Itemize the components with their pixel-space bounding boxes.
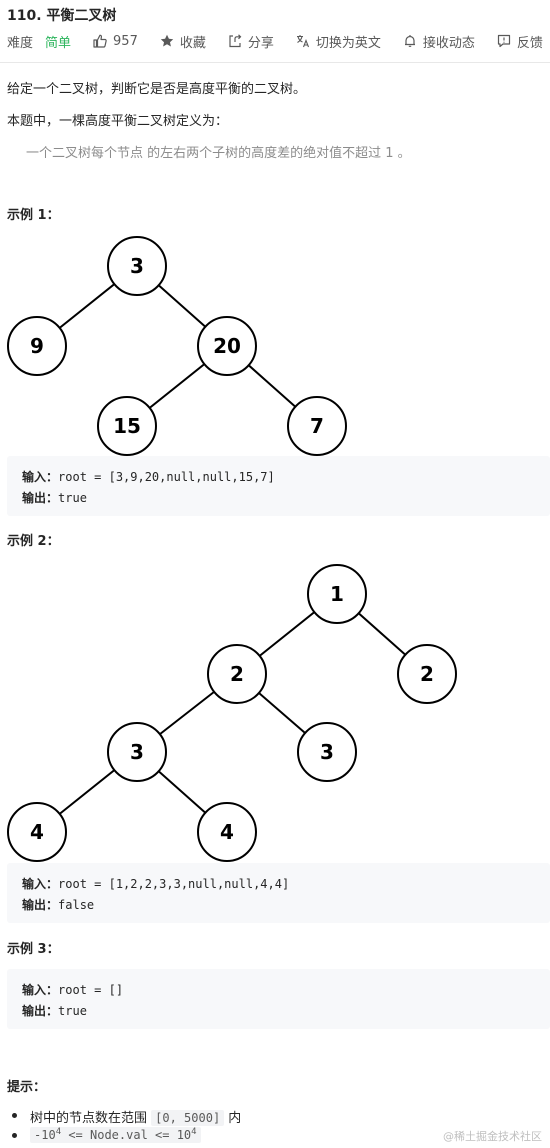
input-label: 输入： bbox=[22, 983, 59, 997]
difficulty-label: 难度 bbox=[7, 35, 34, 51]
switch-language-button[interactable]: 切换为英文 bbox=[296, 32, 381, 51]
example-1-code-block: 输入：root = [3,9,20,null,null,15,7] 输出：tru… bbox=[7, 456, 550, 516]
tree-node: 20 bbox=[197, 316, 257, 376]
tree-node: 1 bbox=[307, 564, 367, 624]
tree-node: 3 bbox=[107, 722, 167, 782]
tree-node: 2 bbox=[207, 644, 267, 704]
tree-node-value: 3 bbox=[320, 740, 334, 764]
range-low-base: -10 bbox=[34, 1128, 56, 1142]
range-middle: <= Node.val <= 10 bbox=[61, 1128, 192, 1142]
example-1-heading: 示例 1： bbox=[7, 208, 60, 223]
input-value: root = [] bbox=[58, 983, 124, 997]
example-3-input: 输入：root = [] bbox=[22, 981, 123, 998]
tree-node-value: 3 bbox=[130, 254, 144, 278]
translate-icon bbox=[296, 34, 310, 48]
watermark: @稀土掘金技术社区 bbox=[443, 1130, 542, 1143]
example-1-input: 输入：root = [3,9,20,null,null,15,7] bbox=[22, 468, 275, 485]
input-label: 输入： bbox=[22, 470, 59, 484]
feedback-label: 反馈 bbox=[516, 35, 543, 51]
hint-node-count: 树中的节点数在范围 [0, 5000] 内 bbox=[12, 1107, 242, 1126]
tree-node-value: 4 bbox=[220, 820, 234, 844]
example-2-tree-diagram: 1 2 2 3 3 4 4 bbox=[7, 564, 457, 862]
definition-quote: 一个二叉树每个节点 的左右两个子树的高度差的绝对值不超过 1 。 bbox=[26, 146, 411, 161]
feedback-icon bbox=[497, 34, 511, 48]
input-label: 输入： bbox=[22, 877, 59, 891]
hint-code: -104 <= Node.val <= 104 bbox=[30, 1127, 201, 1143]
share-icon bbox=[228, 34, 242, 48]
tree-node: 4 bbox=[7, 802, 67, 862]
hint-code: [0, 5000] bbox=[151, 1110, 225, 1126]
definition-intro: 本题中，一棵高度平衡二叉树定义为： bbox=[7, 114, 229, 129]
input-value: root = [1,2,2,3,3,null,null,4,4] bbox=[58, 877, 290, 891]
tree-node: 7 bbox=[287, 396, 347, 456]
tree-node-value: 7 bbox=[310, 414, 324, 438]
description-text: 给定一个二叉树，判断它是否是高度平衡的二叉树。 bbox=[7, 82, 307, 97]
hint-text: 树中的节点数在范围 bbox=[30, 1111, 152, 1126]
problem-title: 110. 平衡二叉树 bbox=[7, 8, 117, 24]
feedback-button[interactable]: 反馈 bbox=[497, 32, 543, 51]
range-high-exponent: 4 bbox=[191, 1127, 197, 1137]
like-button[interactable]: 957 bbox=[93, 34, 138, 49]
tree-node: 3 bbox=[107, 236, 167, 296]
example-1-output: 输出：true bbox=[22, 489, 87, 506]
thumbs-up-icon bbox=[93, 34, 107, 48]
tree-node: 2 bbox=[397, 644, 457, 704]
tree-node-value: 2 bbox=[230, 662, 244, 686]
example-2-input: 输入：root = [1,2,2,3,3,null,null,4,4] bbox=[22, 875, 289, 892]
tree-node: 15 bbox=[97, 396, 157, 456]
example-2-output: 输出：false bbox=[22, 896, 94, 913]
bullet-icon bbox=[12, 1113, 17, 1118]
output-value: true bbox=[58, 1004, 87, 1018]
output-label: 输出： bbox=[22, 898, 59, 912]
like-count: 957 bbox=[113, 33, 138, 49]
tree-node-value: 1 bbox=[330, 582, 344, 606]
example-3-code-block: 输入：root = [] 输出：true bbox=[7, 969, 550, 1029]
range-low-exponent: 4 bbox=[55, 1127, 62, 1137]
tree-node: 9 bbox=[7, 316, 67, 376]
tree-node-value: 4 bbox=[30, 820, 44, 844]
favorite-label: 收藏 bbox=[179, 35, 206, 51]
hint-value-range: -104 <= Node.val <= 104 bbox=[12, 1127, 201, 1143]
output-value: true bbox=[58, 491, 87, 505]
bell-icon bbox=[403, 34, 417, 48]
switch-language-label: 切换为英文 bbox=[315, 35, 381, 51]
problem-toolbar: 难度 简单 957 收藏 分享 切换为英文 接收动态 反馈 bbox=[7, 30, 547, 52]
tree-node: 3 bbox=[297, 722, 357, 782]
difficulty-value: 简单 bbox=[45, 35, 72, 51]
example-2-code-block: 输入：root = [1,2,2,3,3,null,null,4,4] 输出：f… bbox=[7, 863, 550, 923]
notify-button[interactable]: 接收动态 bbox=[403, 32, 475, 51]
input-value: root = [3,9,20,null,null,15,7] bbox=[58, 470, 275, 484]
example-1-tree-diagram: 3 9 20 15 7 bbox=[7, 236, 347, 456]
tree-node-value: 2 bbox=[420, 662, 434, 686]
tree-node-value: 3 bbox=[130, 740, 144, 764]
share-label: 分享 bbox=[247, 35, 274, 51]
output-label: 输出： bbox=[22, 1004, 59, 1018]
tree-node-value: 15 bbox=[113, 414, 141, 438]
tree-node: 4 bbox=[197, 802, 257, 862]
difficulty: 难度 简单 bbox=[7, 32, 71, 51]
star-icon bbox=[160, 34, 174, 48]
hint-text: 内 bbox=[224, 1111, 242, 1126]
example-3-output: 输出：true bbox=[22, 1002, 87, 1019]
favorite-button[interactable]: 收藏 bbox=[160, 32, 206, 51]
example-2-heading: 示例 2： bbox=[7, 534, 60, 549]
hints-title: 提示： bbox=[7, 1080, 47, 1095]
share-button[interactable]: 分享 bbox=[228, 32, 274, 51]
example-3-heading: 示例 3： bbox=[7, 942, 60, 957]
output-label: 输出： bbox=[22, 491, 59, 505]
header-divider bbox=[0, 62, 550, 63]
output-value: false bbox=[58, 898, 95, 912]
bullet-icon bbox=[12, 1133, 17, 1138]
tree-node-value: 20 bbox=[213, 334, 241, 358]
tree-node-value: 9 bbox=[30, 334, 44, 358]
notify-label: 接收动态 bbox=[422, 35, 475, 51]
